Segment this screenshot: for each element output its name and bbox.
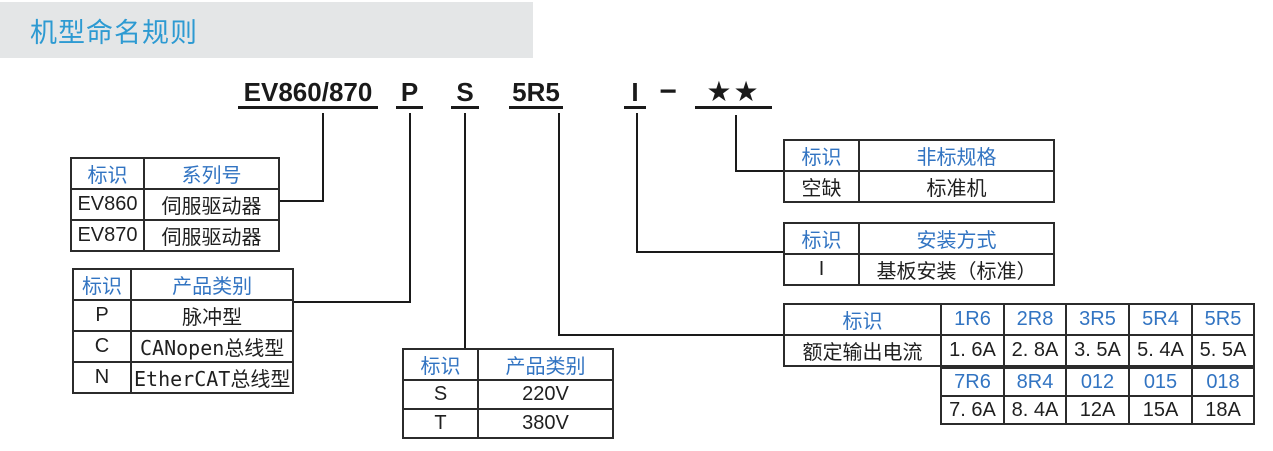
table-header-cell: 非标规格 — [858, 139, 1055, 172]
table-cell: EtherCAT总线型 — [129, 361, 295, 394]
connector-product — [275, 113, 411, 303]
table-cell: 015 — [1128, 367, 1193, 397]
table-header-row: 标识 1R6 2R8 3R5 5R4 5R5 — [783, 303, 1255, 336]
table-header-cell: 1R6 — [940, 303, 1005, 336]
table-cell: EV870 — [70, 219, 145, 252]
model-code-series-segment: EV860/870 — [238, 76, 378, 109]
table-cell: 380V — [477, 408, 614, 439]
table-header-cell: 5R4 — [1128, 303, 1193, 336]
table-header-row: 标识 非标规格 — [783, 139, 1055, 172]
table-cell: 空缺 — [783, 170, 860, 203]
mounting-table: 标识 安装方式 I 基板安装（标准） — [783, 222, 1055, 286]
table-cell: 脉冲型 — [129, 299, 295, 332]
connector-current — [558, 113, 783, 336]
table-row: I 基板安装（标准） — [783, 253, 1055, 286]
table-row: P 脉冲型 — [72, 299, 295, 332]
table-cell: 5. 4A — [1128, 334, 1193, 367]
table-cell: CANopen总线型 — [129, 330, 295, 363]
table-cell: 8. 4A — [1003, 395, 1067, 425]
voltage-table: 标识 产品类别 S 220V T 380V — [402, 348, 614, 439]
table-cell: 2. 8A — [1003, 334, 1067, 367]
table-header-cell: 产品类别 — [129, 268, 295, 301]
table-row: 7R6 8R4 012 015 018 — [940, 367, 1255, 397]
table-header-cell: 标识 — [783, 222, 860, 255]
page-title: 机型命名规则 — [30, 17, 198, 48]
table-header-row: 标识 产品类别 — [402, 348, 614, 381]
table-row: 7. 6A 8. 4A 12A 15A 18A — [940, 395, 1255, 425]
model-code-stars-segment: ★★ — [695, 76, 772, 109]
table-cell: 12A — [1065, 395, 1130, 425]
table-row: EV860 伺服驱动器 — [70, 188, 280, 221]
table-cell: 8R4 — [1003, 367, 1067, 397]
table-cell: 18A — [1191, 395, 1255, 425]
table-row: S 220V — [402, 379, 614, 410]
table-cell: 5. 5A — [1191, 334, 1255, 367]
table-cell: 018 — [1191, 367, 1255, 397]
model-code-current-segment: 5R5 — [509, 76, 563, 109]
table-cell: S — [402, 379, 479, 410]
section-title-bar: 机型命名规则 — [0, 2, 533, 58]
table-header-cell: 安装方式 — [858, 222, 1055, 255]
table-cell: N — [72, 361, 132, 394]
product-type-table: 标识 产品类别 P 脉冲型 C CANopen总线型 N EtherCAT总线型 — [72, 268, 295, 394]
table-cell: 15A — [1128, 395, 1193, 425]
table-cell: 1. 6A — [940, 334, 1005, 367]
connector-stars — [735, 115, 783, 172]
table-cell: 标准机 — [858, 170, 1055, 203]
table-cell: C — [72, 330, 132, 363]
table-row: T 380V — [402, 408, 614, 439]
table-header-cell: 2R8 — [1003, 303, 1067, 336]
model-code-voltage-segment: S — [451, 76, 479, 109]
table-header-cell: 产品类别 — [477, 348, 614, 381]
table-header-row: 标识 系列号 — [70, 157, 280, 190]
table-cell: 7. 6A — [940, 395, 1005, 425]
table-header-cell: 标识 — [783, 303, 942, 336]
connector-mounting — [636, 113, 783, 253]
table-header-cell: 标识 — [402, 348, 479, 381]
table-cell: 7R6 — [940, 367, 1005, 397]
table-header-row: 标识 产品类别 — [72, 268, 295, 301]
rated-current-table-top: 标识 1R6 2R8 3R5 5R4 5R5 额定输出电流 1. 6A 2. 8… — [783, 303, 1255, 367]
connector-series — [278, 113, 324, 202]
rated-current-table-bottom: 7R6 8R4 012 015 018 7. 6A 8. 4A 12A 15A … — [940, 367, 1255, 425]
table-row: C CANopen总线型 — [72, 330, 295, 363]
table-header-cell: 3R5 — [1065, 303, 1130, 336]
model-code-mounting-segment: I — [624, 76, 646, 109]
table-cell: 012 — [1065, 367, 1130, 397]
table-cell: 基板安装（标准） — [858, 253, 1055, 286]
table-cell: 伺服驱动器 — [143, 188, 280, 221]
model-code-product-segment: P — [396, 76, 423, 109]
nonstandard-spec-table: 标识 非标规格 空缺 标准机 — [783, 139, 1055, 203]
table-row: N EtherCAT总线型 — [72, 361, 295, 394]
table-header-cell: 5R5 — [1191, 303, 1255, 336]
series-table: 标识 系列号 EV860 伺服驱动器 EV870 伺服驱动器 — [70, 157, 280, 252]
table-header-cell: 标识 — [72, 268, 132, 301]
table-cell: T — [402, 408, 479, 439]
table-cell: I — [783, 253, 860, 286]
table-cell: 额定输出电流 — [783, 334, 942, 367]
table-header-cell: 标识 — [783, 139, 860, 172]
table-cell: P — [72, 299, 132, 332]
table-cell: EV860 — [70, 188, 145, 221]
table-cell: 伺服驱动器 — [143, 219, 280, 252]
table-row: 空缺 标准机 — [783, 170, 1055, 203]
model-code-dash: − — [659, 75, 677, 108]
table-header-cell: 系列号 — [143, 157, 280, 190]
table-cell: 220V — [477, 379, 614, 410]
table-cell: 3. 5A — [1065, 334, 1130, 367]
table-row: EV870 伺服驱动器 — [70, 219, 280, 252]
table-header-cell: 标识 — [70, 157, 145, 190]
table-header-row: 标识 安装方式 — [783, 222, 1055, 255]
table-row: 额定输出电流 1. 6A 2. 8A 3. 5A 5. 4A 5. 5A — [783, 334, 1255, 367]
